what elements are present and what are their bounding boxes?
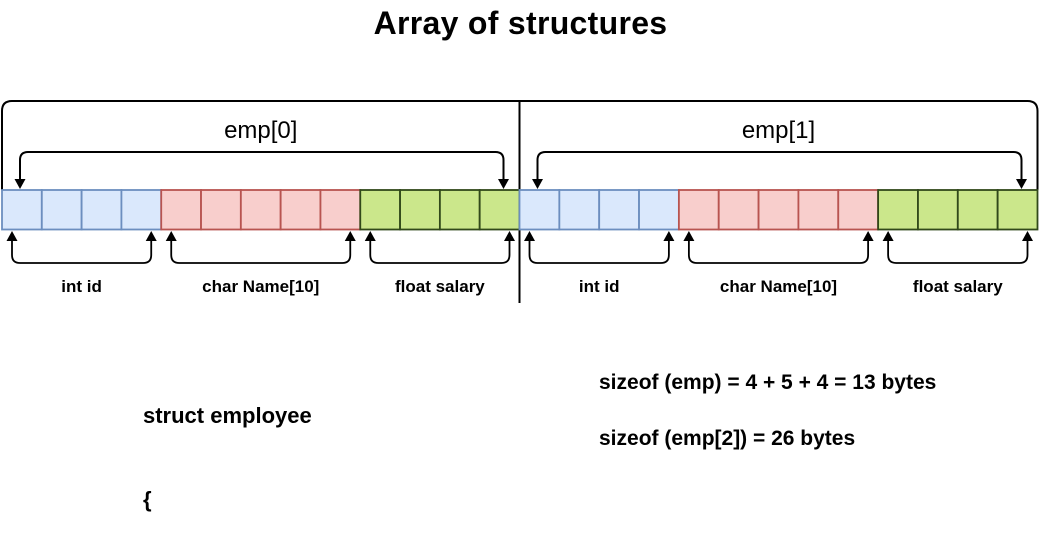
struct-span-bracket: [19, 151, 505, 187]
memory-cell: [399, 189, 441, 231]
memory-cell: [757, 189, 800, 231]
memory-cell: [438, 189, 481, 231]
up-arrowhead: [663, 231, 675, 241]
field-bracket: [687, 233, 870, 264]
memory-cell: [677, 189, 720, 231]
up-arrowhead: [364, 231, 376, 241]
up-arrowhead: [862, 231, 874, 241]
down-arrowhead: [14, 179, 26, 189]
memory-cell: [279, 189, 322, 231]
memory-diagram: emp[0] int id char Name[10] float salary emp…: [1, 100, 1039, 303]
field-label: float salary: [395, 277, 485, 296]
field-label: int id: [579, 277, 620, 296]
memory-cell: [598, 189, 640, 231]
field-label: float salary: [913, 277, 1003, 296]
memory-cell: [877, 189, 919, 231]
code-block: struct employee { int id; char name[5]; …: [143, 346, 397, 552]
memory-cell: [717, 189, 760, 231]
up-arrowhead: [145, 231, 157, 241]
memory-cell: [239, 189, 282, 231]
memory-cell: [478, 189, 521, 231]
memory-cell: [120, 189, 163, 231]
diagram-title: Array of structures: [373, 5, 668, 41]
up-arrowhead: [1022, 231, 1033, 241]
up-arrowhead: [882, 231, 894, 241]
field-bracket: [887, 233, 1029, 264]
memory-cell: [996, 189, 1039, 231]
memory-cell: [917, 189, 959, 231]
up-arrowhead: [6, 231, 18, 241]
field-bracket: [11, 233, 153, 264]
memory-cell: [160, 189, 202, 231]
down-arrowhead: [532, 179, 543, 189]
up-arrowhead: [344, 231, 356, 241]
code-line: struct employee: [143, 403, 312, 428]
memory-cell: [797, 189, 840, 231]
memory-cell: [200, 189, 242, 231]
sizeof-emp2-text: sizeof (emp[2]) = 26 bytes: [599, 427, 856, 450]
up-arrowhead: [683, 231, 695, 241]
field-bracket: [528, 233, 670, 264]
memory-cell: [518, 189, 561, 231]
field-bracket: [170, 233, 352, 264]
up-arrowhead: [504, 231, 515, 241]
field-bracket: [369, 233, 511, 264]
memory-cell: [837, 189, 880, 231]
memory-cell: [359, 189, 401, 231]
memory-cell: [319, 189, 362, 231]
memory-cell: [558, 189, 601, 231]
field-label: int id: [61, 277, 102, 296]
struct-span-bracket: [536, 151, 1023, 187]
memory-cell: [80, 189, 123, 231]
field-label: char Name[10]: [202, 277, 319, 296]
up-arrowhead: [524, 231, 535, 241]
memory-cell: [956, 189, 999, 231]
struct-span-label: emp[1]: [742, 117, 815, 144]
up-arrowhead: [165, 231, 177, 241]
memory-cell: [638, 189, 680, 231]
sizeof-emp-text: sizeof (emp) = 4 + 5 + 4 = 13 bytes: [599, 371, 937, 394]
down-arrowhead: [498, 179, 509, 189]
code-line: {: [143, 487, 152, 512]
struct-span-label: emp[0]: [224, 117, 297, 144]
memory-cell: [1, 189, 43, 231]
field-label: char Name[10]: [720, 277, 837, 296]
down-arrowhead: [1016, 179, 1027, 189]
memory-cell: [40, 189, 83, 231]
